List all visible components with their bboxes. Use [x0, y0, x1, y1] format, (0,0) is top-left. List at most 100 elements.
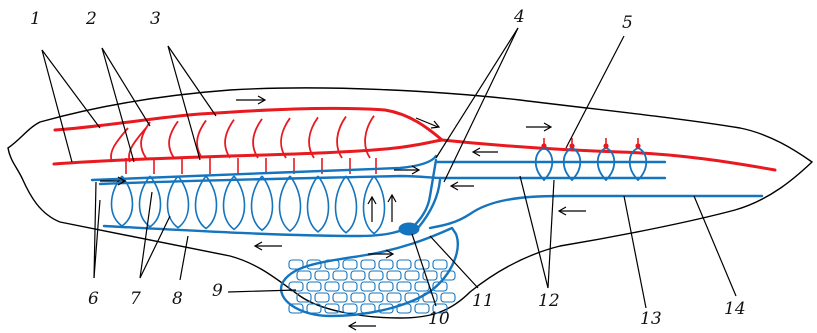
blue-gill-loop — [194, 175, 218, 230]
hepatic-capillary-cell — [342, 281, 358, 292]
hepatic-capillary-cell — [378, 281, 394, 292]
hepatic-capillary-cell — [396, 303, 412, 314]
dorsal-aorta-root-upper — [53, 106, 444, 142]
arrow — [368, 249, 395, 259]
red-gill-artery — [140, 121, 151, 159]
ventral-aorta — [102, 224, 410, 238]
blue-gill-loop — [222, 175, 246, 231]
hepatic-capillary-cell — [342, 303, 358, 314]
leader-10 — [411, 233, 437, 307]
red-gill-arteries — [110, 115, 375, 163]
venous-sinus — [398, 222, 420, 236]
red-gill-artery — [308, 116, 319, 159]
hepatic-capillary-cell — [360, 259, 376, 270]
duct-of-cuvier — [410, 158, 438, 230]
arrow — [347, 321, 376, 331]
duct-of-cuvier-2 — [416, 178, 442, 230]
hepatic-capillary-cell — [288, 303, 304, 314]
dorsal-aorta — [440, 138, 777, 172]
hepatic-capillary-network — [288, 259, 456, 314]
body-outline — [7, 87, 814, 319]
hepatic-capillary-cell — [368, 292, 384, 303]
segmental-vessel-loop — [562, 147, 582, 182]
hepatic-capillary-cell — [432, 281, 448, 292]
hepatic-capillary-cell — [306, 281, 322, 292]
label-8: 8 — [172, 289, 183, 309]
leader-4a — [435, 27, 519, 159]
abdominal-aorta-line — [90, 154, 438, 182]
leader-6a — [93, 181, 97, 279]
red-gill-artery — [280, 117, 291, 159]
hepatic-capillary-cell — [414, 259, 430, 270]
label-10: 10 — [428, 309, 450, 329]
leader-12a — [519, 175, 549, 289]
label-6: 6 — [88, 289, 99, 309]
blue-gill-loop — [138, 175, 162, 228]
hepatic-capillary-cell — [404, 292, 420, 303]
label-2: 2 — [85, 9, 97, 29]
segmental-vessel-loop — [628, 147, 648, 182]
hepatic-capillary-cell — [314, 270, 330, 281]
hepatic-capillary-cell — [440, 292, 456, 303]
red-gill-artery — [168, 120, 179, 159]
hepatic-capillary-cell — [324, 259, 340, 270]
hepatic-capillary-cell — [422, 292, 438, 303]
hepatic-capillary-cell — [422, 270, 438, 281]
hepatic-capillary-cell — [368, 270, 384, 281]
hepatic-capillary-cell — [324, 281, 340, 292]
leader-3b — [167, 45, 201, 161]
label-11: 11 — [472, 291, 494, 311]
hepatic-capillary-cell — [296, 292, 312, 303]
label-9: 9 — [212, 281, 223, 301]
arrow — [557, 206, 586, 216]
hepatic-capillary-cell — [306, 259, 322, 270]
hepatic-capillary-cell — [360, 303, 376, 314]
leader-lines — [41, 27, 737, 309]
segmental-vessels — [534, 138, 648, 182]
red-gill-artery — [364, 115, 375, 159]
arrow — [253, 241, 282, 251]
leader-1b — [41, 49, 73, 163]
label-5: 5 — [622, 13, 633, 33]
hepatic-capillary-cell — [314, 292, 330, 303]
arrow — [367, 195, 377, 222]
leader-7a — [139, 191, 153, 279]
blue-gill-loop — [166, 175, 190, 229]
leader-6b — [93, 199, 101, 279]
leader-3a — [167, 45, 217, 117]
leader-2a — [101, 47, 151, 127]
red-gill-artery — [252, 118, 263, 159]
label-3: 3 — [150, 9, 161, 29]
blue-gill-arteries — [110, 175, 386, 235]
red-gill-artery — [336, 115, 347, 159]
venous-system — [90, 138, 764, 318]
leader-14 — [693, 195, 737, 297]
arrow — [394, 165, 421, 175]
label-13: 13 — [640, 309, 662, 329]
hepatic-capillary-cell — [440, 270, 456, 281]
hepatic-capillary-cell — [296, 270, 312, 281]
hepatic-capillary-cell — [332, 292, 348, 303]
leader-1a — [41, 49, 101, 129]
arrow — [415, 117, 441, 129]
leader-2b — [101, 47, 135, 163]
number-labels: 1 2 3 4 5 6 7 8 9 10 11 12 13 14 — [30, 7, 746, 329]
blue-gill-loop — [334, 175, 358, 234]
blue-gill-loop — [250, 175, 274, 232]
leader-7b — [139, 215, 171, 279]
hepatic-capillary-cell — [288, 259, 304, 270]
leader-4b — [443, 27, 519, 183]
hepatic-capillary-cell — [360, 281, 376, 292]
hepatic-capillary-cell — [342, 259, 358, 270]
leader-13 — [623, 195, 647, 309]
arrow — [100, 176, 127, 186]
segmental-vessel-loop — [534, 147, 554, 182]
arrow — [471, 147, 498, 157]
hepatic-capillary-cell — [306, 303, 322, 314]
red-gill-artery — [128, 127, 147, 163]
arrow — [526, 122, 553, 132]
blue-gill-loop — [278, 175, 302, 233]
hepatic-capillary-cell — [414, 303, 430, 314]
hepatic-capillary-cell — [432, 259, 448, 270]
